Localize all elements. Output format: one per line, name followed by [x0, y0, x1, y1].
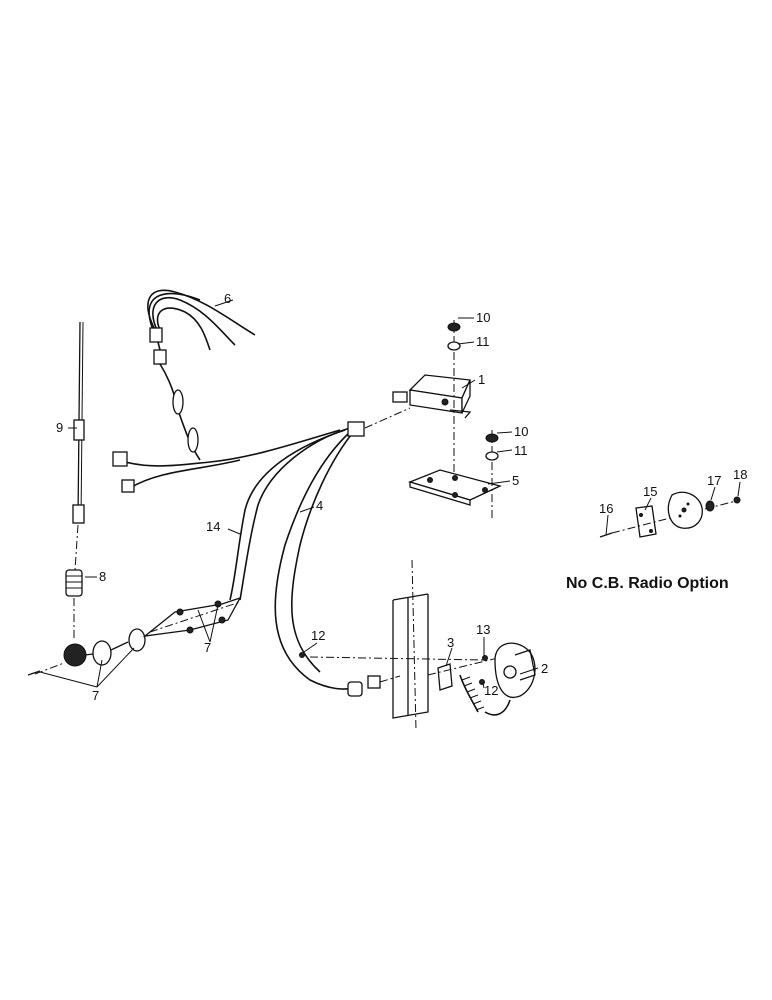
callout-13: 13: [476, 622, 490, 637]
nut: [733, 496, 741, 504]
option-caption: No C.B. Radio Option: [566, 575, 729, 592]
antenna-whip: [72, 321, 85, 571]
callout-9: 9: [56, 420, 63, 435]
callout-14: 14: [206, 519, 220, 534]
callout-10a: 10: [476, 310, 490, 325]
gasket: [667, 491, 703, 529]
callout-4: 4: [316, 498, 323, 513]
callout-7a: 7: [204, 640, 211, 655]
callout-8: 8: [99, 569, 106, 584]
callout-2: 2: [541, 661, 548, 676]
mic-connector: [347, 675, 401, 697]
callout-1: 1: [478, 372, 485, 387]
power-harness: [147, 289, 256, 461]
callout-12b: 12: [484, 683, 498, 698]
mic-hanger: [299, 652, 511, 691]
antenna-mount: [27, 628, 146, 676]
leader-lines: [39, 299, 741, 689]
antenna-bracket: [142, 596, 242, 637]
antenna-spring: [65, 569, 83, 640]
callout-7b: 7: [92, 688, 99, 703]
washer: [705, 500, 715, 512]
radio-unit: [347, 374, 472, 437]
radio-mount-nuts-upper: [447, 320, 461, 500]
microphone: [484, 642, 536, 716]
callout-11b: 11: [514, 443, 528, 458]
mic-coil-cord: [459, 674, 485, 713]
callouts: 1 2 3 4 5 6 7 7 8 9 10 11 10 11 12 12 13…: [56, 291, 747, 703]
power-leads: [112, 429, 341, 493]
callout-18: 18: [733, 467, 747, 482]
mounting-post: [392, 559, 429, 731]
callout-15: 15: [643, 484, 657, 499]
mounting-plate: [408, 430, 502, 520]
mic-cable: [274, 429, 356, 690]
callout-10b: 10: [514, 424, 528, 439]
callout-6: 6: [224, 291, 231, 306]
callout-3: 3: [447, 635, 454, 650]
callout-16: 16: [599, 501, 613, 516]
antenna-cable: [229, 427, 351, 601]
callout-5: 5: [512, 473, 519, 488]
callout-17: 17: [707, 473, 721, 488]
callout-12a: 12: [311, 628, 325, 643]
callout-11a: 11: [476, 334, 490, 349]
